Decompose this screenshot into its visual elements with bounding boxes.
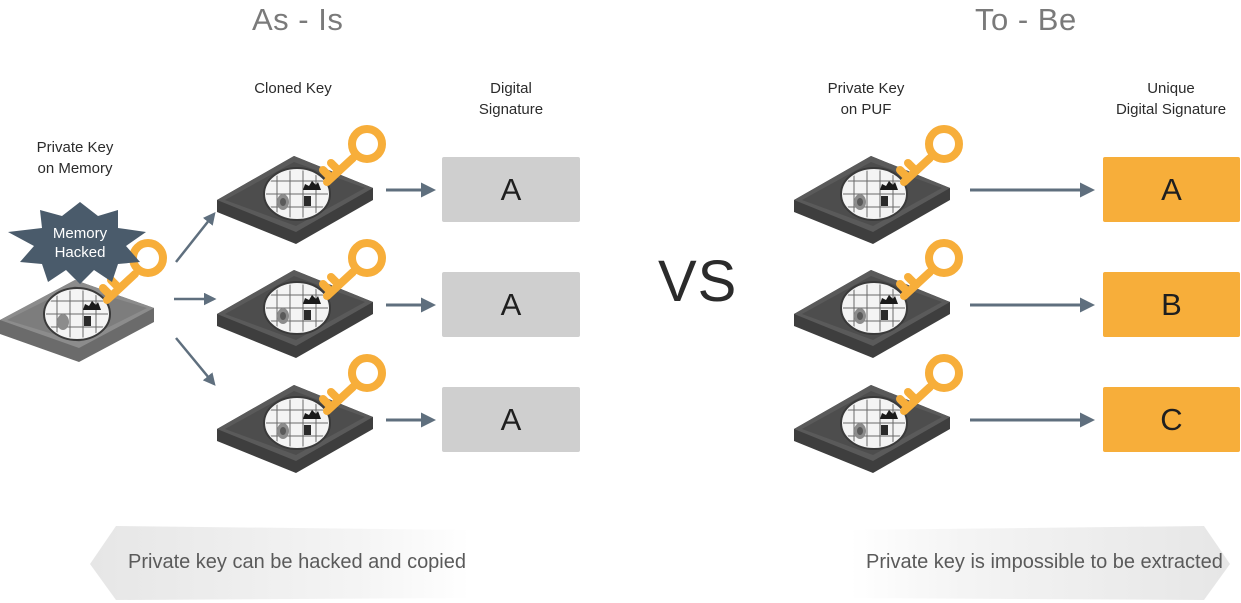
signature-box-left-2: A (442, 272, 580, 337)
private-key-memory-label: Private Key on Memory (20, 137, 130, 179)
private-key-memory-label-line2: on Memory (37, 160, 113, 177)
signature-box-right-1: A (1103, 157, 1240, 222)
fan-arrow-down (175, 337, 216, 386)
memory-hacked-text: Memory Hacked (40, 224, 120, 262)
signature-box-right-2: B (1103, 272, 1240, 337)
puf-chip-icon-2 (794, 243, 959, 358)
vs-label: VS (658, 249, 738, 314)
cloned-chip-icon-1 (217, 129, 382, 244)
cloned-chip-icon-2 (217, 243, 382, 358)
unique-signature-label-line1: Unique (1147, 80, 1195, 97)
puf-chip-icon-3 (794, 358, 959, 473)
fan-arrow-up (175, 212, 216, 263)
signature-box-right-3: C (1103, 387, 1240, 452)
left-banner-arrow (90, 526, 470, 600)
private-key-puf-label: Private Key on PUF (816, 78, 916, 120)
signature-box-left-1: A (442, 157, 580, 222)
left-banner-text: Private key can be hacked and copied (128, 551, 466, 573)
memory-hacked-text-line2: Hacked (54, 244, 106, 261)
puf-chip-icon-1 (794, 129, 959, 244)
digital-signature-label: Digital Signature (460, 78, 562, 120)
signature-box-left-3: A (442, 387, 580, 452)
right-banner-text: Private key is impossible to be extracte… (866, 551, 1223, 573)
right-banner-arrow (850, 526, 1230, 600)
digital-signature-label-line1: Digital (490, 80, 532, 97)
private-key-puf-label-line2: on PUF (840, 101, 892, 118)
unique-signature-label-line2: Digital Signature (1115, 101, 1227, 118)
digital-signature-label-line2: Signature (478, 101, 544, 118)
private-key-memory-label-line1: Private Key (36, 139, 114, 156)
cloned-chip-icon-3 (217, 358, 382, 473)
as-is-title: As - Is (252, 2, 344, 37)
memory-hacked-text-line1: Memory (52, 225, 108, 242)
private-key-puf-label-line1: Private Key (827, 80, 905, 97)
source-chip-icon (0, 239, 167, 362)
unique-signature-label: Unique Digital Signature (1104, 78, 1238, 120)
cloned-key-label: Cloned Key (254, 80, 332, 97)
memory-hacked-burst-icon (8, 202, 146, 284)
to-be-title: To - Be (975, 2, 1077, 37)
